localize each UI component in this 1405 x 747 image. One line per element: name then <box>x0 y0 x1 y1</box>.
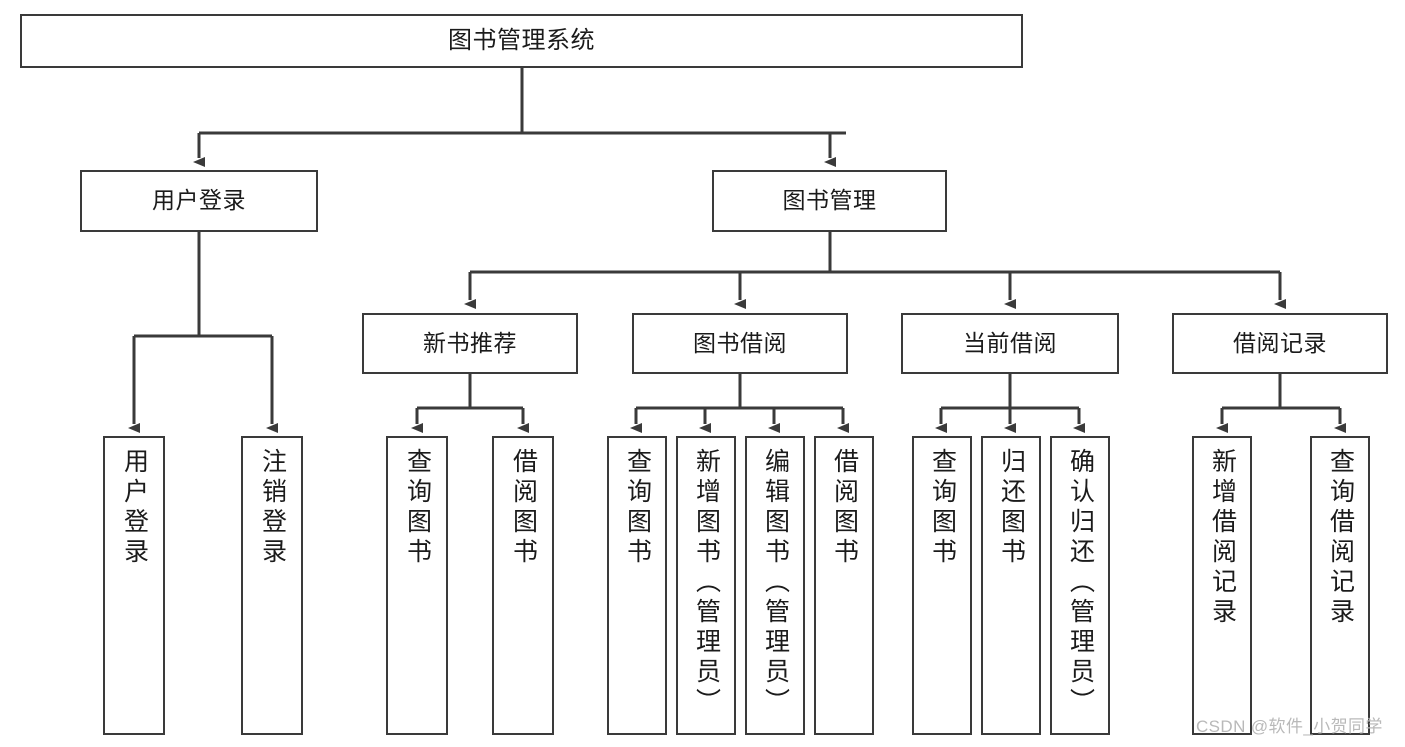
node-label: 图书管理 <box>782 187 877 214</box>
node-label: 查询图书 <box>623 448 652 568</box>
node-label: 当前借阅 <box>963 329 1057 356</box>
node-label: 借阅记录 <box>1233 329 1327 356</box>
leaf-bb-borrow-books[interactable]: 借阅图书 <box>814 436 874 735</box>
node-label: 图书管理系统 <box>448 26 595 54</box>
node-current-borrowing[interactable]: 当前借阅 <box>901 313 1119 374</box>
node-label: 借阅图书 <box>509 448 538 568</box>
node-label: 新增图书（管理员） <box>692 448 721 718</box>
node-book-management[interactable]: 图书管理 <box>712 170 947 232</box>
node-label: 新增借阅记录 <box>1208 448 1237 628</box>
leaf-cb-return-books[interactable]: 归还图书 <box>981 436 1041 735</box>
leaf-user-login[interactable]: 用户登录 <box>103 436 165 735</box>
node-label: 查询图书 <box>928 448 957 568</box>
node-label: 图书借阅 <box>693 329 787 356</box>
node-label: 用户登录 <box>152 187 246 214</box>
node-label: 注销登录 <box>258 448 287 568</box>
node-label: 用户登录 <box>120 448 149 568</box>
node-label: 新书推荐 <box>423 329 517 356</box>
leaf-nb-query-books[interactable]: 查询图书 <box>386 436 448 735</box>
node-book-borrowing[interactable]: 图书借阅 <box>632 313 848 374</box>
node-label: 归还图书 <box>997 448 1026 568</box>
leaf-nb-borrow-books[interactable]: 借阅图书 <box>492 436 554 735</box>
leaf-bb-edit-book-admin[interactable]: 编辑图书（管理员） <box>745 436 805 735</box>
leaf-bb-add-book-admin[interactable]: 新增图书（管理员） <box>676 436 736 735</box>
node-label: 编辑图书（管理员） <box>761 448 790 718</box>
leaf-logout[interactable]: 注销登录 <box>241 436 303 735</box>
leaf-br-query-record[interactable]: 查询借阅记录 <box>1310 436 1370 735</box>
node-borrowing-records[interactable]: 借阅记录 <box>1172 313 1388 374</box>
node-user-login[interactable]: 用户登录 <box>80 170 318 232</box>
leaf-br-add-record[interactable]: 新增借阅记录 <box>1192 436 1252 735</box>
leaf-cb-query-books[interactable]: 查询图书 <box>912 436 972 735</box>
node-new-book-recommendation[interactable]: 新书推荐 <box>362 313 578 374</box>
node-root-book-management-system[interactable]: 图书管理系统 <box>20 14 1023 68</box>
watermark-csdn: CSDN @软件_小贺同学 <box>1196 717 1383 736</box>
node-label: 查询借阅记录 <box>1326 448 1355 628</box>
node-label: 借阅图书 <box>830 448 859 568</box>
leaf-bb-query-books[interactable]: 查询图书 <box>607 436 667 735</box>
leaf-cb-confirm-return-admin[interactable]: 确认归还（管理员） <box>1050 436 1110 735</box>
node-label: 确认归还（管理员） <box>1066 448 1095 718</box>
node-label: 查询图书 <box>403 448 432 568</box>
